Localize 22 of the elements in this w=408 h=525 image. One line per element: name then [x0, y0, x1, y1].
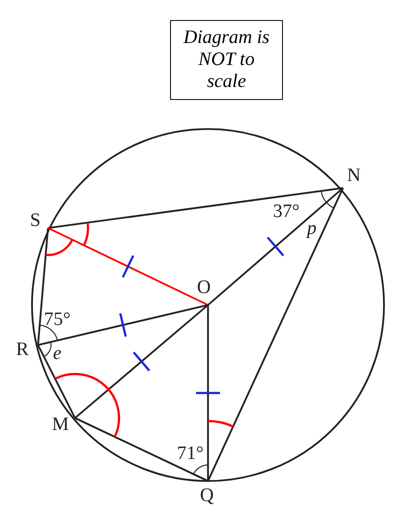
line-segment	[48, 187, 344, 229]
point-label: S	[30, 211, 41, 231]
point-label: Q	[200, 486, 214, 506]
point-label: O	[197, 278, 211, 298]
angle-label: 71°	[177, 444, 204, 464]
note-box: Diagram is NOT to scale	[170, 20, 283, 100]
point-label: N	[347, 166, 361, 186]
line-segment	[207, 305, 209, 481]
line-segment	[207, 187, 344, 306]
point-label: R	[16, 340, 29, 360]
line-segment	[74, 304, 209, 419]
angle-label: e	[53, 344, 62, 364]
angle-label: 75°	[44, 310, 71, 330]
line-segment	[37, 228, 49, 346]
angle-label: 37°	[273, 202, 300, 222]
line-segment	[38, 304, 208, 346]
line-segment	[37, 344, 76, 418]
line-segment	[207, 188, 344, 482]
line-segment	[48, 227, 208, 306]
angle-label: p	[307, 219, 316, 239]
point-label: M	[52, 415, 69, 435]
line-segment	[74, 417, 208, 482]
